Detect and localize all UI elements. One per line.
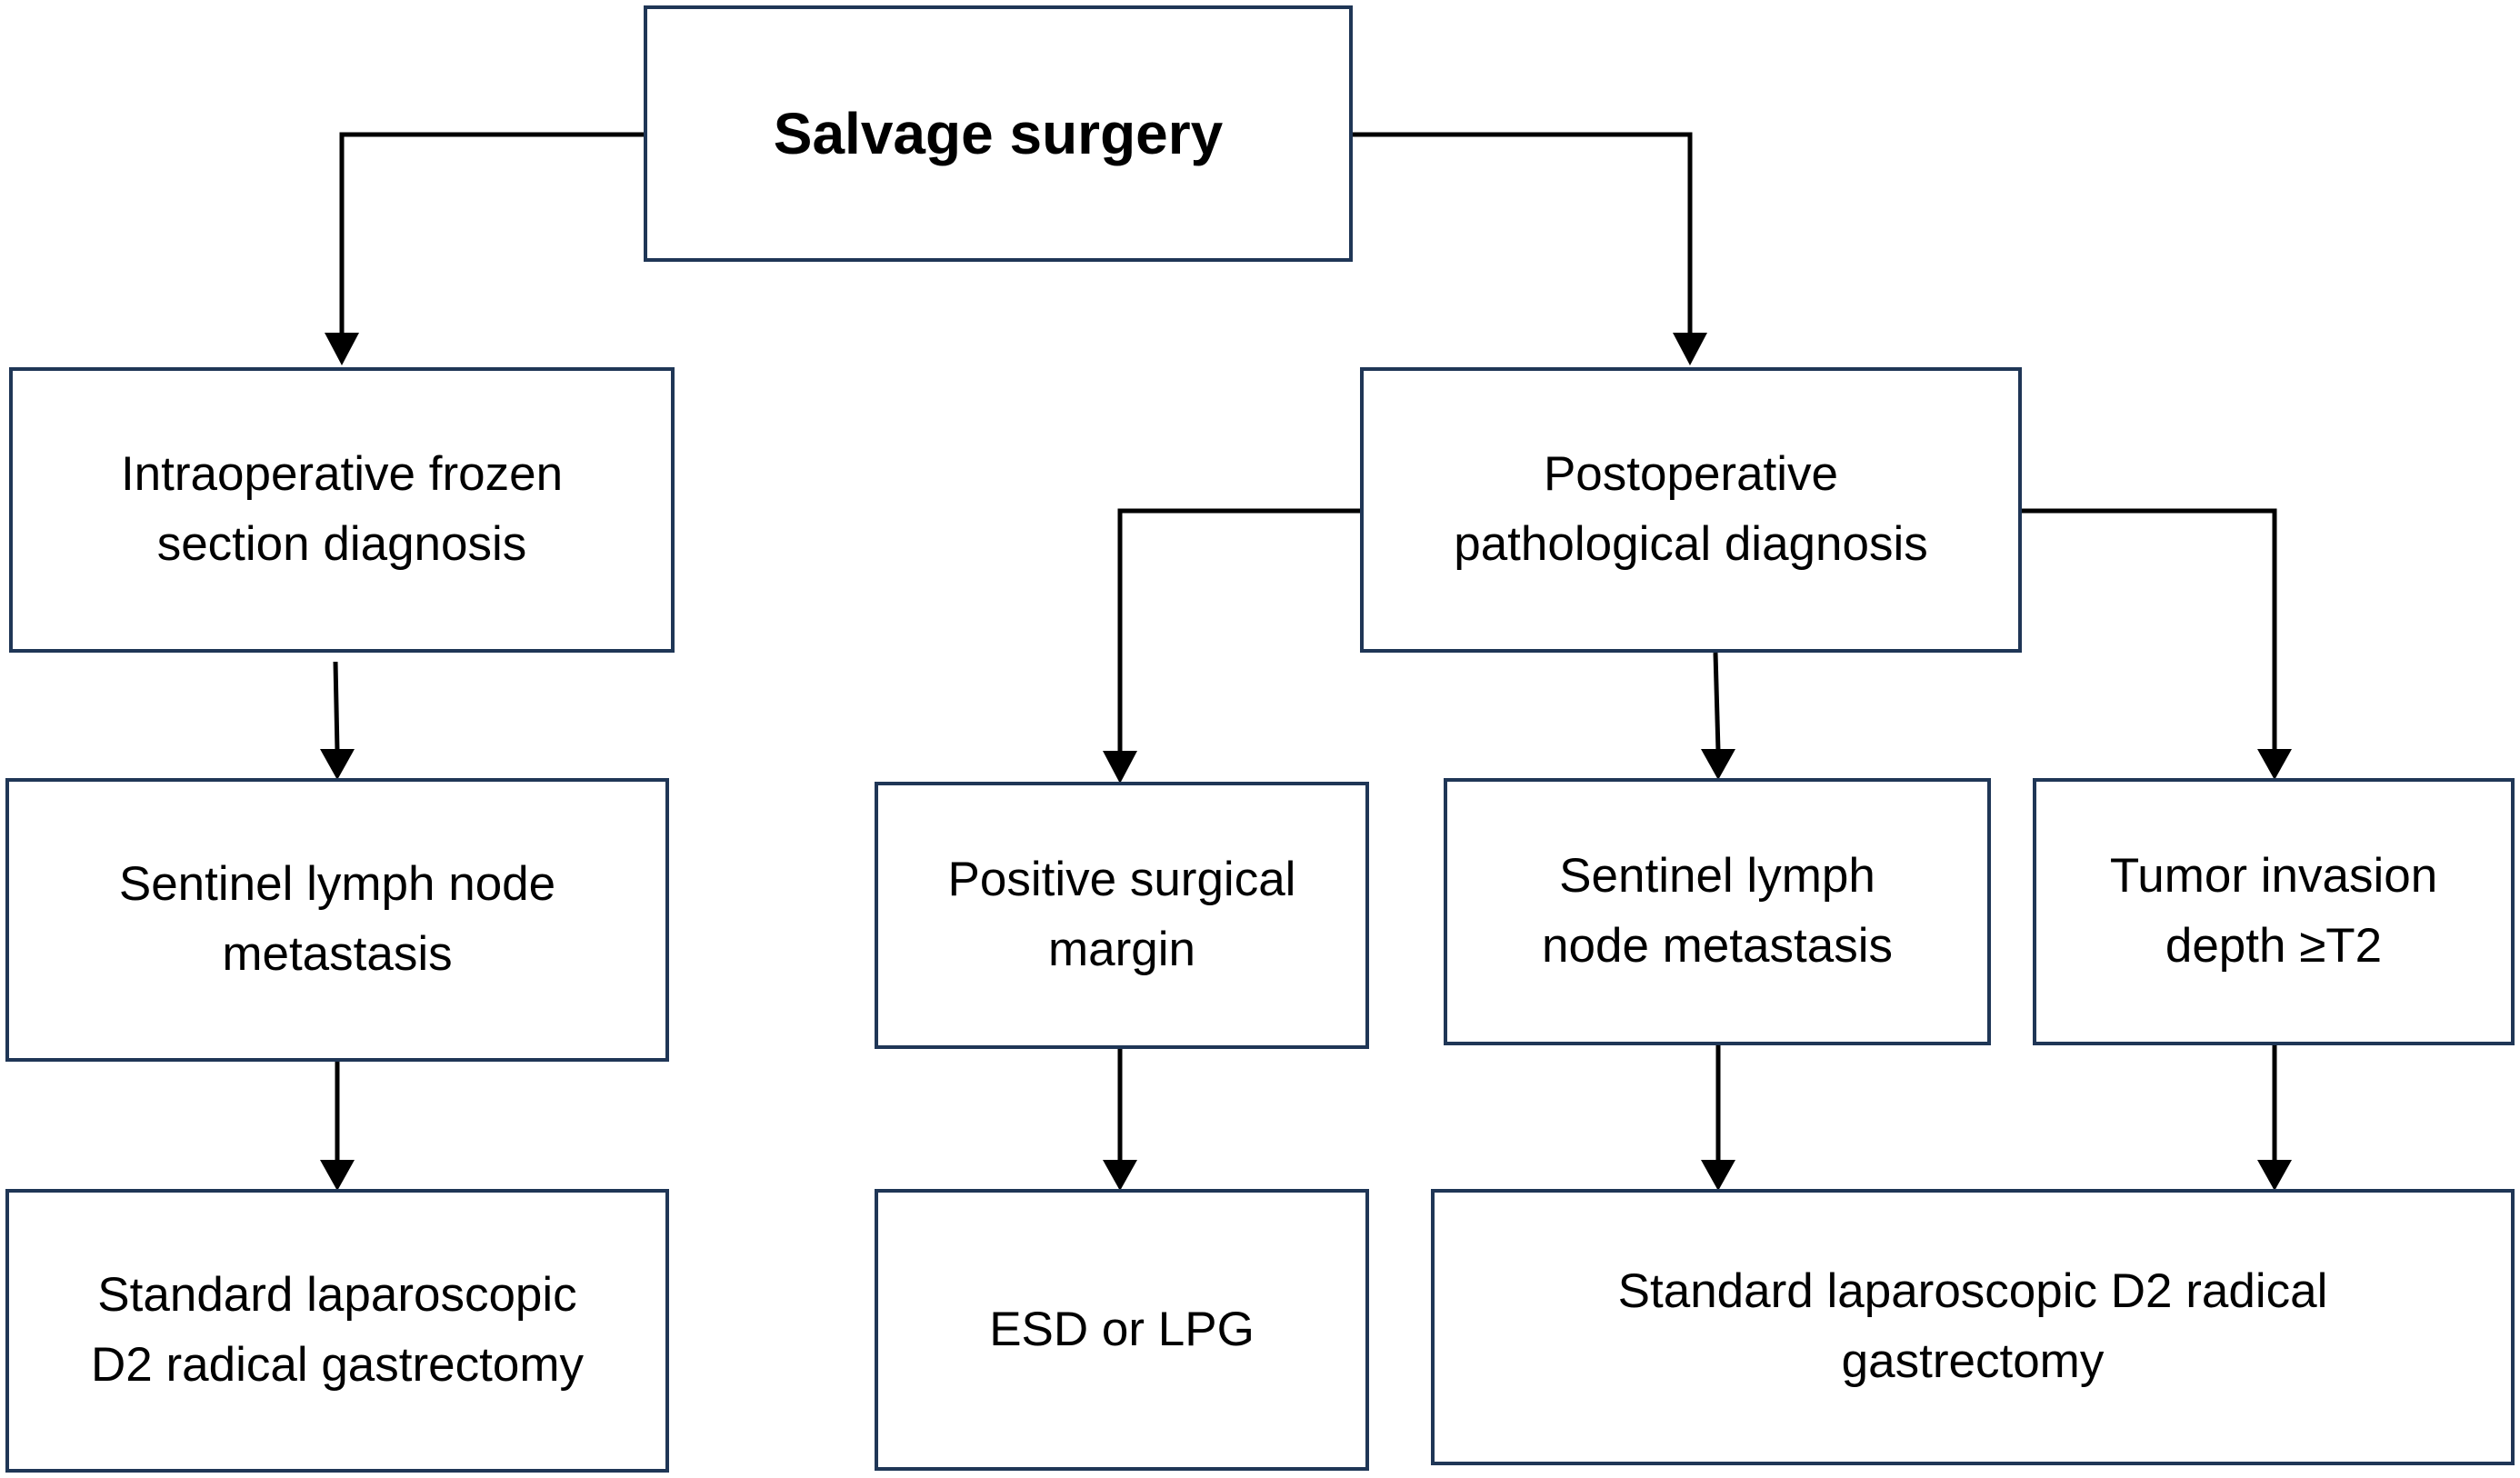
tumor-invasion-label: Tumor invasion depth ≥T2 [2109,849,2438,973]
connector-postoperative-to-tumor [2020,508,2277,751]
arrowhead-margin [1103,751,1137,784]
arrowhead-sentinel-left [320,749,355,780]
standard-gastrectomy-left-label: Standard laparoscopic D2 radical gastrec… [91,1268,584,1392]
connector-postoperative-to-margin [1117,508,1362,754]
arrowhead-sentinel-right [1701,749,1735,780]
esd-or-lpg-box: ESD or LPG [875,1189,1369,1471]
esd-or-lpg-label: ESD or LPG [989,1302,1255,1356]
arrowhead-postoperative [1673,333,1707,365]
intraoperative-frozen-section-label: Intraoperative frozen section diagnosis [120,447,564,571]
connector-intraoperative-to-sentinel [333,661,340,752]
arrowhead-tumor [2257,749,2292,780]
standard-gastrectomy-right-box: Standard laparoscopic D2 radical gastrec… [1431,1189,2515,1465]
postoperative-pathological-box: Postoperative pathological diagnosis [1360,367,2022,653]
arrowhead-radical-left [1701,1160,1735,1191]
sentinel-metastasis-right-box: Sentinel lymph node metastasis [1444,778,1991,1045]
connector-root-to-intraoperative [339,132,644,336]
arrowhead-esd [1103,1160,1137,1191]
arrowhead-standard-left [320,1160,355,1191]
sentinel-metastasis-left-box: Sentinel lymph node metastasis [5,778,669,1062]
positive-margin-label: Positive surgical margin [947,853,1296,976]
salvage-surgery-box: Salvage surgery [644,5,1353,262]
tumor-invasion-box: Tumor invasion depth ≥T2 [2033,778,2515,1045]
standard-gastrectomy-left-box: Standard laparoscopic D2 radical gastrec… [5,1189,669,1473]
intraoperative-frozen-section-box: Intraoperative frozen section diagnosis [9,367,675,653]
sentinel-metastasis-right-label: Sentinel lymph node metastasis [1542,849,1893,973]
postoperative-pathological-label: Postoperative pathological diagnosis [1454,447,1928,571]
arrowhead-radical-right [2257,1160,2292,1191]
sentinel-metastasis-left-label: Sentinel lymph node metastasis [118,857,556,981]
standard-gastrectomy-right-label: Standard laparoscopic D2 radical gastrec… [1617,1264,2328,1388]
connector-root-to-postoperative [1351,132,1693,336]
salvage-surgery-label: Salvage surgery [773,100,1224,166]
arrowhead-intraoperative [325,333,359,365]
connector-postoperative-to-sentinel [1713,652,1721,752]
positive-margin-box: Positive surgical margin [875,782,1369,1049]
